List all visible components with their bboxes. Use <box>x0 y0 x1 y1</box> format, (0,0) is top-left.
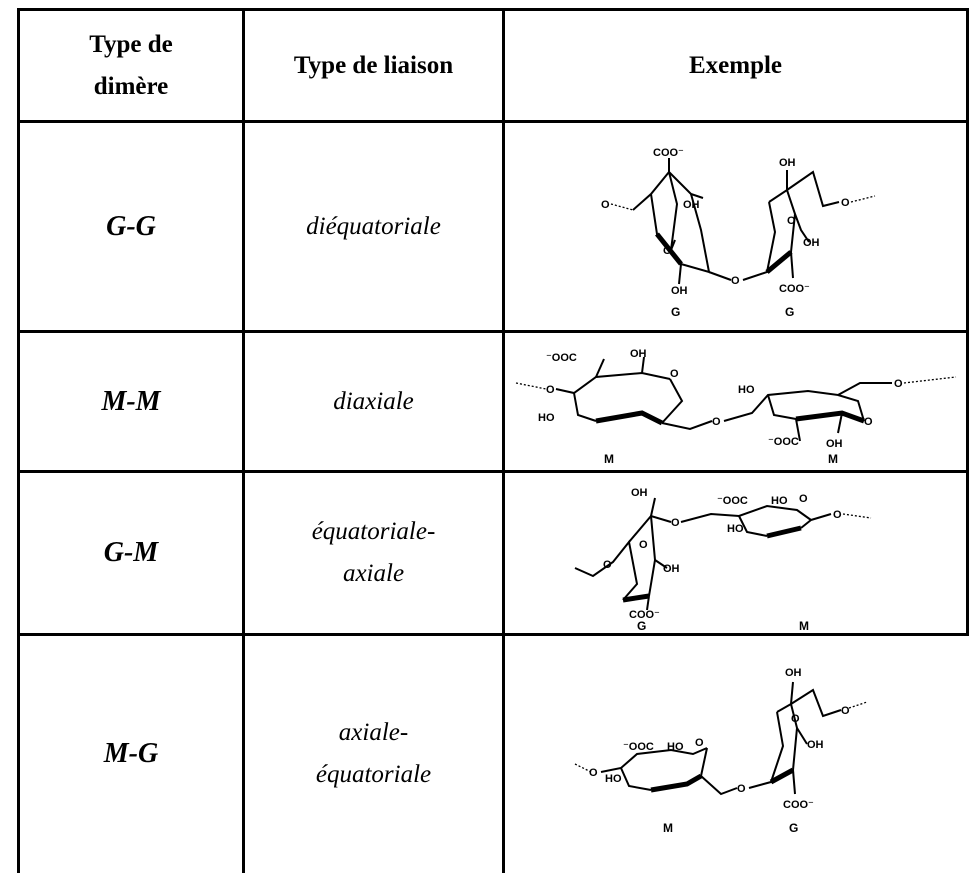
mm-ring-o-right: O <box>864 416 873 428</box>
gm-residue-right: M <box>799 619 809 631</box>
example-structure-cell: OH ⁻OOC HO O O HO O O OH O COO⁻ G M <box>502 470 969 636</box>
example-structure-cell: COO⁻ OH O O OH O OH O OH COO⁻ O G G <box>502 120 969 333</box>
gm-ho-2: HO <box>727 523 744 535</box>
gm-coo-1: ⁻OOC <box>717 495 748 507</box>
gm-dimer-structure: OH ⁻OOC HO O O HO O O OH O COO⁻ G M <box>574 487 871 631</box>
linkage-line-1: équatoriale- <box>311 518 436 545</box>
dimer-type-cell: G-G <box>17 120 245 333</box>
mg-oh-2: OH <box>807 739 824 751</box>
mm-oh-2: OH <box>826 438 843 450</box>
mg-ring-o-right: O <box>791 713 800 725</box>
mm-ho-1: HO <box>538 412 555 424</box>
mm-o-left: O <box>546 384 555 396</box>
mg-coo-1: ⁻OOC <box>623 741 654 753</box>
mg-residue-right: G <box>789 821 798 835</box>
mg-ring-o-left: O <box>695 737 704 749</box>
gg-oh-4: OH <box>803 237 820 249</box>
gg-o-left: O <box>601 199 610 211</box>
gg-residue-right: G <box>785 305 794 319</box>
gg-ring-o-right: O <box>787 215 796 227</box>
mg-glycosidic-o: O <box>737 783 746 795</box>
gg-coo-right: COO⁻ <box>779 283 810 295</box>
mm-residue-left: M <box>604 452 614 466</box>
linkage-line-1: axiale- <box>338 719 409 747</box>
dimer-type-cell: G-M <box>17 470 245 636</box>
gm-o-right: O <box>833 509 842 521</box>
gg-residue-left: G <box>671 305 680 319</box>
mg-ho-2: HO <box>605 773 622 785</box>
header-linkage-type: Type de liaison <box>242 8 505 123</box>
mg-o-right: O <box>841 705 850 717</box>
header-example: Exemple <box>502 8 969 123</box>
gg-oh-2: OH <box>671 285 688 297</box>
mg-dimer-structure: ⁻OOC HO O O HO O OH O OH O COO⁻ M G <box>574 667 868 835</box>
mm-oh-1: OH <box>630 348 647 360</box>
gg-oh-1: OH <box>683 199 700 211</box>
dimer-type-cell: M-M <box>17 330 245 473</box>
linkage-type-cell: équatoriale- axiale <box>242 470 505 636</box>
gg-oh-3: OH <box>779 157 796 169</box>
gm-o-left: O <box>603 559 612 571</box>
gg-o-right: O <box>841 197 850 209</box>
gg-ring-o-left: O <box>663 245 672 257</box>
mg-coo-2: COO⁻ <box>783 799 814 811</box>
mm-dimer-structure: ⁻OOC OH O O HO O HO ⁻OOC OH O O M M <box>515 348 956 466</box>
mm-ring-o-left: O <box>670 368 679 380</box>
dimer-type-cell: M-G <box>17 633 245 873</box>
table-row: G-G diéquatoriale <box>17 120 969 333</box>
example-structure-cell: ⁻OOC OH O O HO O HO ⁻OOC OH O O M M <box>502 330 969 473</box>
mm-ho-2: HO <box>738 384 755 396</box>
mg-oh-1: OH <box>785 667 802 679</box>
gm-coo-2: COO⁻ <box>629 609 660 621</box>
gm-glycosidic-o: O <box>671 517 680 529</box>
mg-residue-left: M <box>663 821 673 835</box>
gg-dimer-structure: COO⁻ OH O O OH O OH O OH COO⁻ O G G <box>601 147 875 319</box>
linkage-type-cell: diaxiale <box>242 330 505 473</box>
mm-glycosidic-o: O <box>712 416 721 428</box>
mg-o-left: O <box>589 767 598 779</box>
header-dimer-type: Type de dimère <box>17 8 245 123</box>
dimer-table: Type de dimère Type de liaison Exemple G… <box>17 8 969 873</box>
mm-o-right: O <box>894 378 903 390</box>
gm-ho-1: HO <box>771 495 788 507</box>
mm-coo-1: ⁻OOC <box>546 352 577 364</box>
gm-oh-2: OH <box>663 563 680 575</box>
example-structure-cell: ⁻OOC HO O O HO O OH O OH O COO⁻ M G <box>502 633 968 873</box>
gg-coo-left: COO⁻ <box>653 147 684 159</box>
header-dimer-type-text: Type de dimère <box>89 30 173 100</box>
mg-ho-1: HO <box>667 741 684 753</box>
linkage-line-2: axiale <box>342 560 405 587</box>
mm-coo-2: ⁻OOC <box>768 436 799 448</box>
gm-ring-o-left: O <box>639 539 648 551</box>
table-row: M-M diaxiale ⁻OOC OH O <box>17 330 969 473</box>
gg-glycosidic-o: O <box>731 275 740 287</box>
linkage-type-cell: axiale- équatoriale <box>242 633 505 873</box>
linkage-line-2: équatoriale <box>315 761 432 789</box>
gm-ring-o-right: O <box>799 493 808 505</box>
mm-residue-right: M <box>828 452 838 466</box>
gm-residue-left: G <box>637 619 646 631</box>
gm-oh-1: OH <box>631 487 648 499</box>
table-row: G-M équatoriale- axiale OH ⁻OOC <box>17 470 969 636</box>
table-header-row: Type de dimère Type de liaison Exemple <box>17 8 969 123</box>
table-row: M-G axiale- équatoriale ⁻OOC <box>17 633 968 873</box>
linkage-type-cell: diéquatoriale <box>242 120 505 333</box>
